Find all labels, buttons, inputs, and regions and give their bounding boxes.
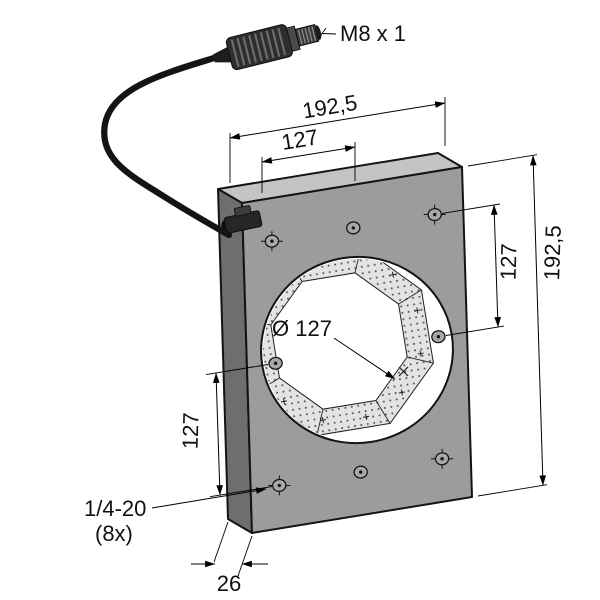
dim-label-height-inner: 127: [495, 243, 521, 280]
dimension-mounting-thread: 1/4-20 (8x): [84, 487, 267, 546]
mounting-hole: [431, 330, 446, 344]
m8-connector: [212, 24, 322, 71]
dimension-left-spacing: 127: [177, 364, 273, 498]
dimension-height-outer: 192,5: [467, 154, 566, 497]
ring-light-body: [217, 152, 473, 534]
dimension-width-inner: 127: [261, 124, 356, 193]
dimension-thickness: 26: [191, 521, 268, 596]
mounting-hole: [268, 475, 291, 496]
mounting-hole: [431, 448, 454, 469]
dim-label-m8: M8 x 1: [340, 21, 406, 46]
dimension-connector-thread: M8 x 1: [317, 21, 406, 46]
knurl-ridges: [230, 27, 287, 68]
dim-label-left-spacing: 127: [177, 412, 203, 449]
mounting-hole: [346, 221, 361, 235]
mounting-hole: [260, 231, 283, 252]
target-x-mark: [398, 366, 409, 377]
connector-cable: [101, 54, 233, 239]
dim-label-height-outer: 192,5: [539, 225, 566, 281]
dimension-height-inner: 127: [441, 203, 522, 336]
dim-label-width-inner: 127: [280, 124, 320, 155]
led-dot-texture: [249, 246, 434, 436]
mounting-hole: [268, 356, 283, 370]
dim-label-mounting-thread: 1/4-20: [84, 496, 146, 521]
mounting-hole: [423, 204, 446, 225]
dim-label-mounting-count: (8x): [95, 521, 133, 546]
led-ring: [249, 246, 434, 436]
thread-lines: [297, 26, 317, 45]
mounting-holes: [260, 204, 454, 496]
dim-label-thickness: 26: [217, 571, 241, 596]
mounting-hole: [353, 465, 368, 479]
led-emitter-marks: [280, 271, 424, 424]
dim-label-aperture: Ø 127: [272, 316, 332, 341]
dimension-aperture: Ø 127: [272, 316, 409, 380]
